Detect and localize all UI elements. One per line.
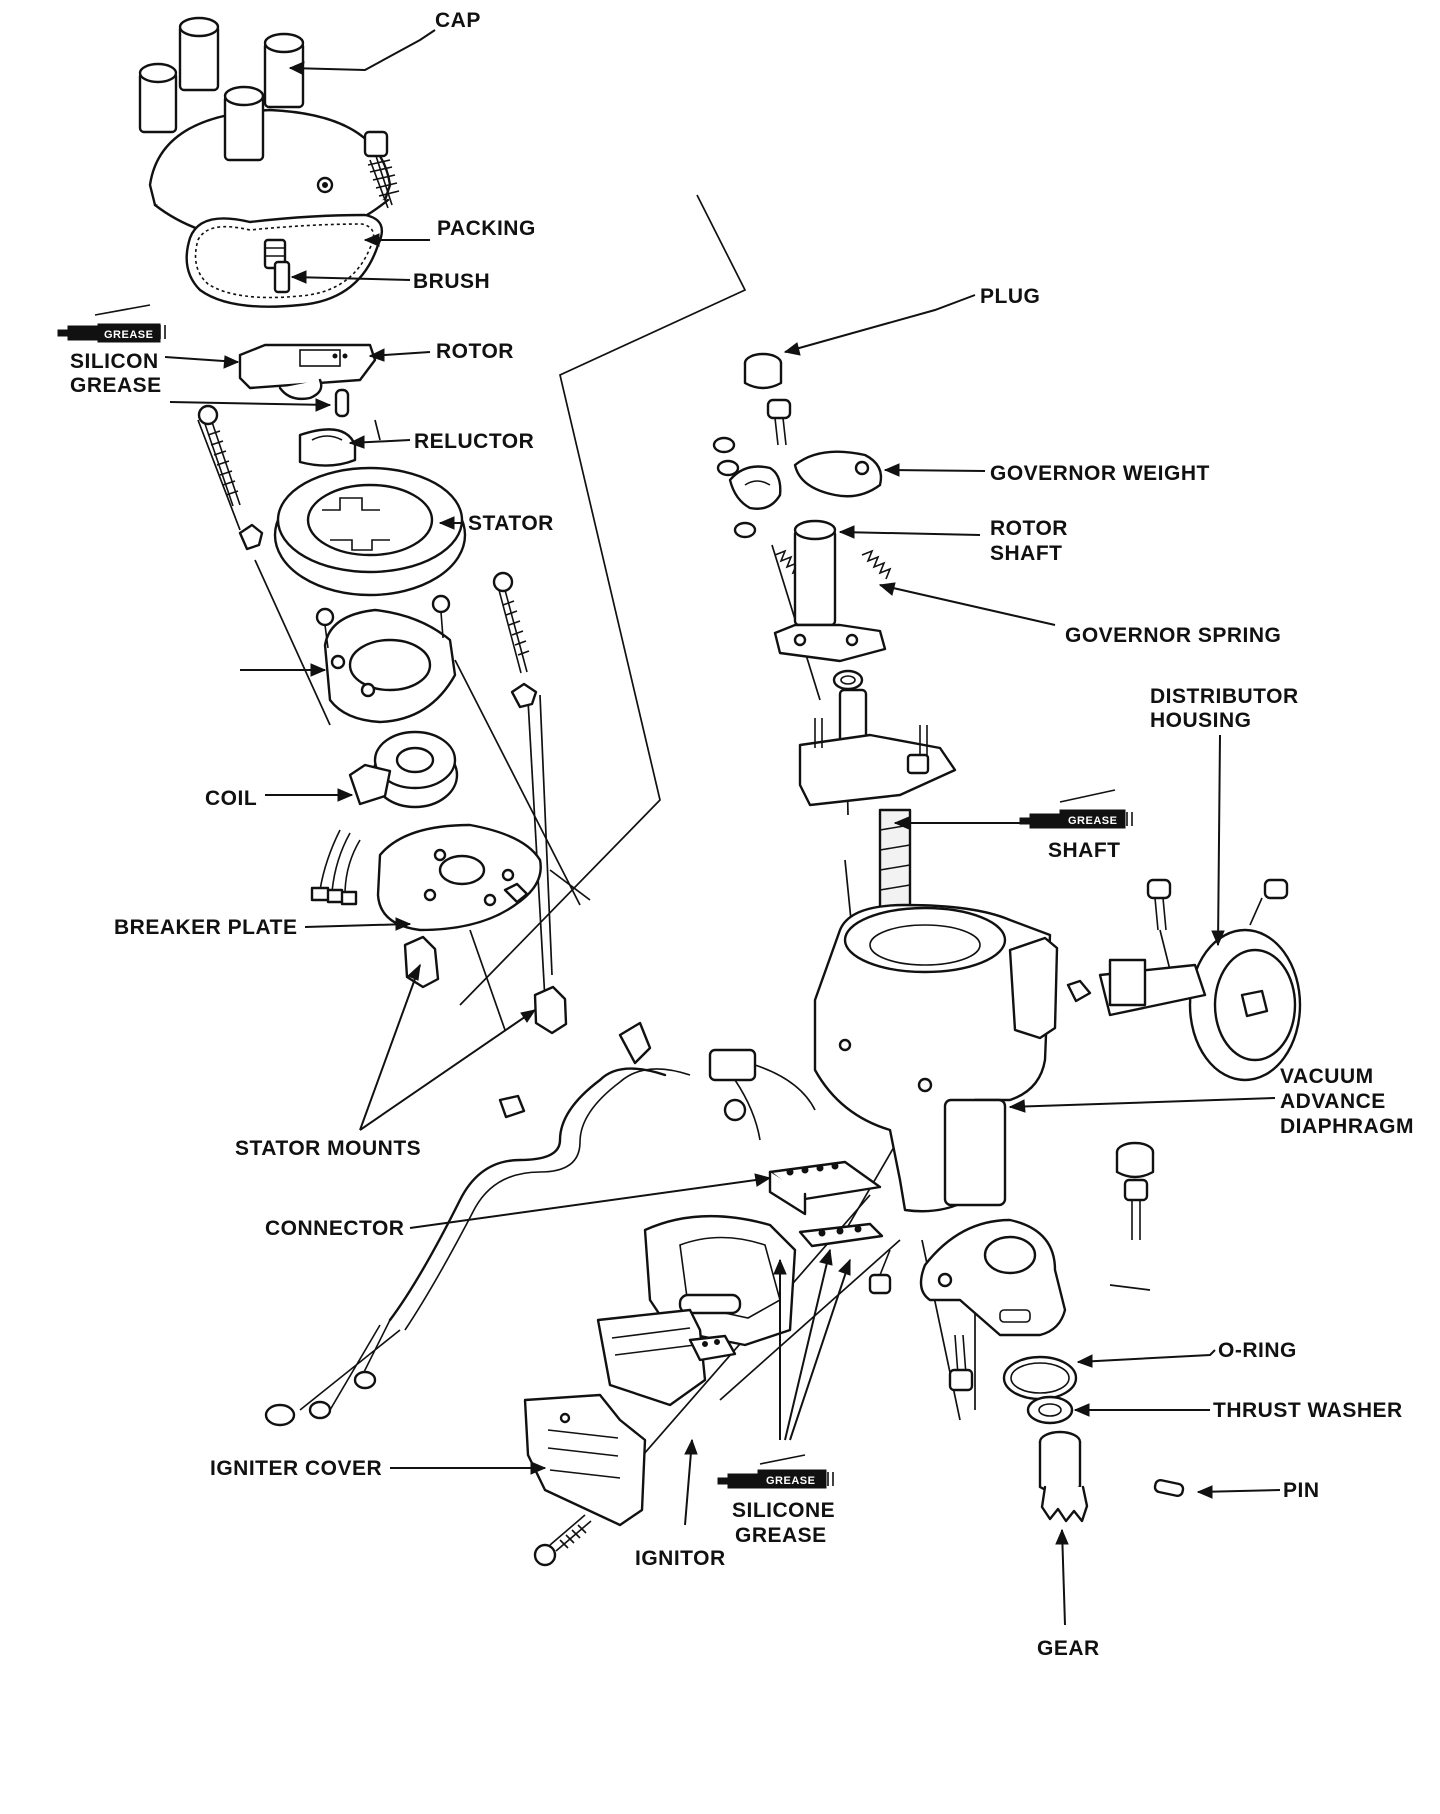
vacuum-screw-right [1249, 878, 1289, 926]
label-breaker-plate: BREAKER PLATE [114, 916, 297, 939]
thrust-washer [1026, 1395, 1074, 1425]
svg-text:GREASE: GREASE [1068, 815, 1117, 827]
pickup-screw-right [431, 594, 451, 639]
label-silicone-grease-line2: GREASE [735, 1524, 827, 1547]
label-connector: CONNECTOR [265, 1217, 404, 1240]
pickup-base [323, 608, 457, 724]
ignitor [596, 1308, 737, 1407]
stator-screw-right [492, 571, 530, 674]
stator [273, 466, 467, 597]
leader-lines [164, 29, 1281, 1626]
terminal-strip [798, 1222, 884, 1248]
connector-block [768, 1160, 882, 1216]
distributor-housing [813, 903, 1059, 1213]
label-vacuum-advance-line1: VACUUM [1280, 1065, 1374, 1088]
labels: CAP PACKING BRUSH ROTOR SILICON GREASE R… [70, 9, 1414, 1660]
label-reluctor: RELUCTOR [414, 430, 534, 453]
label-vacuum-advance-line3: DIAPHRAGM [1280, 1115, 1414, 1138]
pickup-screw-left [315, 607, 335, 649]
label-distributor-housing-line1: DISTRIBUTOR [1150, 685, 1299, 708]
breaker-plate [376, 823, 542, 932]
stator-mount-right [533, 985, 568, 1035]
label-rotor-shaft-line2: SHAFT [990, 542, 1063, 565]
label-rotor-shaft-line1: ROTOR [990, 517, 1068, 540]
label-gear: GEAR [1037, 1637, 1100, 1660]
label-stator: STATOR [468, 512, 554, 535]
stator-mount-left [403, 935, 440, 989]
governor-screw [766, 398, 792, 446]
vacuum-advance-diaphragm [1066, 928, 1302, 1082]
label-cap: CAP [435, 9, 481, 32]
flange-bolt-upper [1115, 1141, 1155, 1240]
rotor-pin [334, 388, 350, 418]
grease-tube-icon-shaft: GREASE [1019, 789, 1133, 829]
label-silicon-grease-line1: SILICON [70, 350, 159, 373]
label-coil: COIL [205, 787, 257, 810]
igniter-cover [523, 1393, 647, 1527]
o-ring [1002, 1355, 1078, 1401]
gear-pin [1153, 1478, 1185, 1498]
rotor [238, 343, 377, 401]
label-distributor-housing-line2: HOUSING [1150, 709, 1252, 732]
label-packing: PACKING [437, 217, 536, 240]
label-governor-weight: GOVERNOR WEIGHT [990, 462, 1210, 485]
label-stator-mounts: STATOR MOUNTS [235, 1137, 421, 1160]
rotor-shaft [773, 519, 887, 663]
label-brush: BRUSH [413, 270, 490, 293]
label-vacuum-advance-line2: ADVANCE [1280, 1090, 1386, 1113]
label-pin: PIN [1283, 1479, 1320, 1502]
stator-screw-left [197, 404, 241, 507]
grease-tube-icon-rotor: GREASE [57, 304, 166, 343]
svg-text:GREASE: GREASE [766, 1475, 815, 1487]
label-shaft: SHAFT [1048, 839, 1121, 862]
connector-screw [868, 1249, 892, 1295]
label-silicon-grease-line2: GREASE [70, 374, 162, 397]
governor-weight-left [728, 465, 782, 510]
ignition-coil [310, 730, 459, 906]
label-plug: PLUG [980, 285, 1040, 308]
plug [743, 352, 783, 390]
stator-mount-clip-right [510, 682, 538, 709]
label-thrust-washer: THRUST WASHER [1213, 1399, 1403, 1422]
distributor-cap [138, 16, 392, 244]
label-ignitor: IGNITOR [635, 1547, 726, 1570]
governor-washers [712, 436, 757, 539]
label-governor-spring: GOVERNOR SPRING [1065, 624, 1281, 647]
brush [263, 238, 291, 294]
cap-screw [363, 130, 400, 209]
wiring-harness [264, 1021, 816, 1427]
vacuum-screw-left [1146, 878, 1172, 931]
svg-text:GREASE: GREASE [104, 329, 153, 341]
label-silicone-grease-line1: SILICONE [732, 1499, 835, 1522]
label-o-ring: O-RING [1218, 1339, 1297, 1362]
label-igniter-cover: IGNITER COVER [210, 1457, 382, 1480]
governor-weight-right [793, 450, 883, 498]
shaft-washer [832, 669, 864, 691]
stator-mount-clip-left [238, 523, 264, 551]
label-rotor: ROTOR [436, 340, 514, 363]
flange-bolt-lower [948, 1334, 974, 1392]
reluctor [298, 428, 357, 467]
grease-tube-icon-connector: GREASE [717, 1454, 834, 1489]
housing-mount-flange [919, 1218, 1067, 1337]
drive-gear [1038, 1430, 1089, 1523]
igniter-cover-screw [533, 1514, 592, 1567]
governor-base-plate [798, 688, 957, 807]
